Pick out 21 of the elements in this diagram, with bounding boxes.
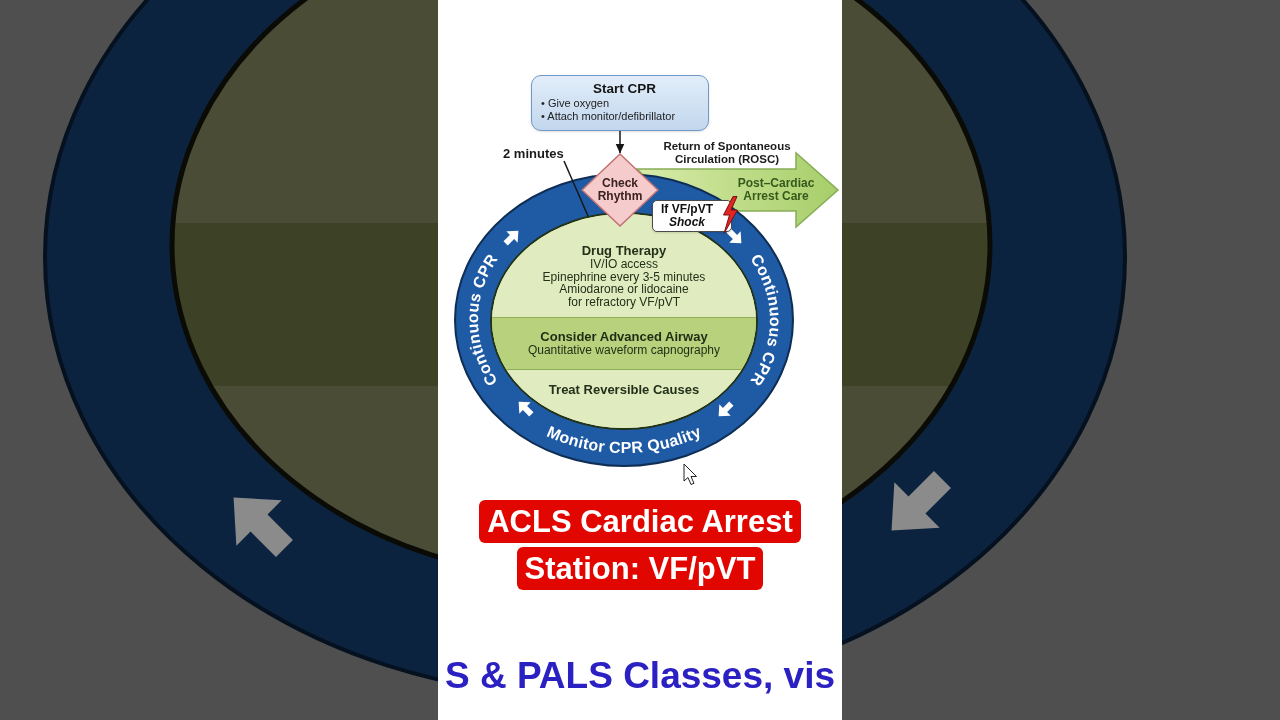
band-text: Quantitative waveform capnography: [527, 344, 721, 357]
bullet-item: • Give oxygen: [541, 97, 610, 110]
band-heading: Consider Advanced Airway: [540, 330, 708, 344]
callout-text: If VF/pVT Shock: [660, 203, 714, 229]
ring-label: Monitor CPR Quality: [544, 422, 704, 457]
section-text: IV/IO access: [590, 258, 658, 271]
section-text: Amiodarone or lidocaine for refractory VF/pVT: [559, 283, 690, 308]
section-heading: Treat Reversible Causes: [548, 383, 700, 397]
section-text: Epinephrine every 3-5 minutes: [542, 270, 706, 283]
leader-line: [563, 160, 589, 217]
time-label: 2 minutes: [503, 146, 565, 161]
block-arrow: [635, 151, 840, 229]
diamond-label: Check Rhythm: [596, 177, 644, 203]
ticker-text: S & PALS Classes, vis: [444, 654, 836, 698]
edge-label: Post–Cardiac Arrest Care: [736, 177, 816, 203]
bullet-item: • Attach monitor/defibrillator: [541, 110, 676, 123]
section-heading: Drug Therapy: [581, 244, 667, 258]
outcome-label: Return of Spontaneous Circulation (ROSC): [662, 140, 792, 166]
box-title: Start CPR: [593, 80, 656, 97]
process-box: [531, 75, 709, 131]
arrow: [615, 130, 625, 154]
